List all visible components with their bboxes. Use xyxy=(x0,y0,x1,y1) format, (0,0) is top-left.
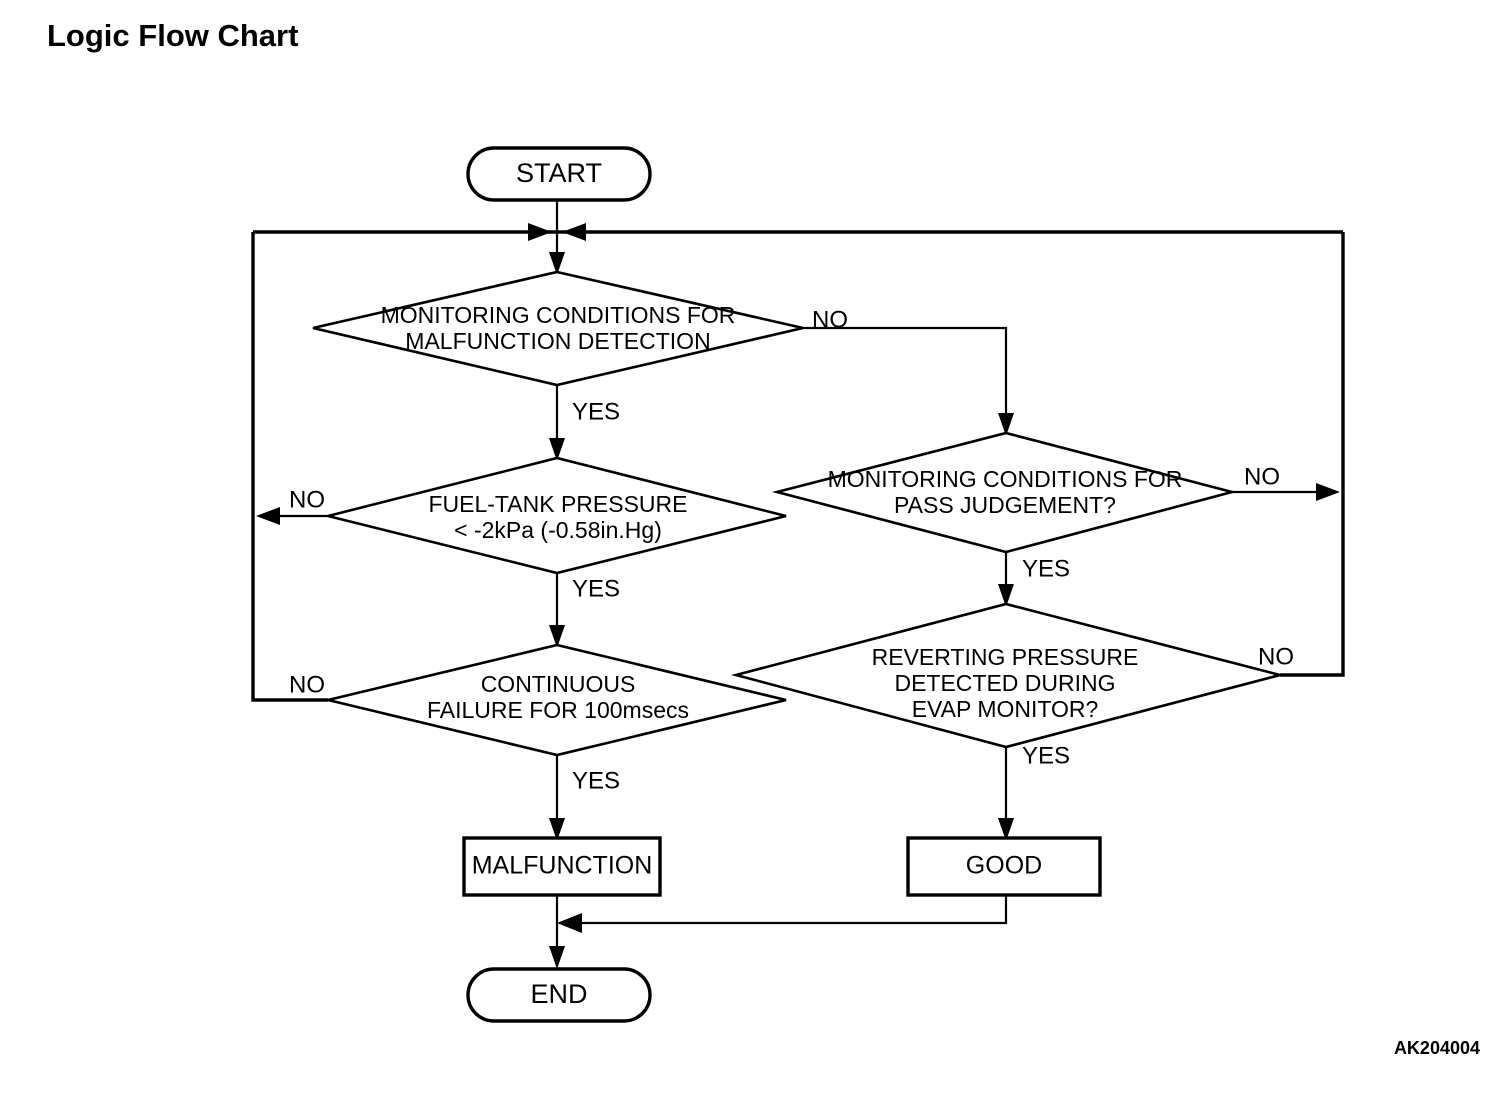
figure-id-label: AK204004 xyxy=(1393,1038,1480,1058)
edge-label-d2-yes: YES xyxy=(572,575,620,602)
edge-decision3-no-to-left-rail: NO xyxy=(289,671,325,698)
edge-decision4-no-to-right-rail: NO xyxy=(1232,463,1340,501)
page-title: Logic Flow Chart xyxy=(47,18,299,53)
edge-decision4-yes-to-decision5: YES xyxy=(998,552,1070,607)
edge-label-d3-yes: YES xyxy=(572,767,620,794)
edge-good-to-end xyxy=(557,895,1008,933)
edge-label-d5-no: NO xyxy=(1258,643,1294,670)
edge-decision1-no-to-decision4: NO xyxy=(803,306,1014,436)
node-decision-reverting-pressure-evap[interactable]: REVERTING PRESSURE DETECTED DURING EVAP … xyxy=(730,602,1286,749)
node-decision-continuous-failure[interactable]: CONTINUOUS FAILURE FOR 100msecs xyxy=(327,643,787,757)
node-decision-fuel-tank-pressure[interactable]: FUEL-TANK PRESSURE < -2kPa (-0.58in.Hg) xyxy=(327,456,787,575)
edge-start-to-decision1 xyxy=(549,200,565,275)
node-d5-label-line2: DETECTED DURING xyxy=(894,670,1115,696)
edge-decision5-no-to-right-rail: NO xyxy=(1258,643,1294,670)
node-malfunction-label: MALFUNCTION xyxy=(472,852,653,880)
node-end[interactable]: END xyxy=(466,967,652,1023)
node-good-label: GOOD xyxy=(966,852,1042,880)
edge-label-d3-no: NO xyxy=(289,671,325,698)
node-d1-label-line2: MALFUNCTION DETECTION xyxy=(405,328,710,354)
edge-label-d5-yes: YES xyxy=(1022,742,1070,769)
node-d5-label-line3: EVAP MONITOR? xyxy=(912,696,1099,722)
node-end-label: END xyxy=(530,979,587,1009)
node-decision-monitoring-conditions-pass-judgement[interactable]: MONITORING CONDITIONS FOR PASS JUDGEMENT… xyxy=(771,431,1238,554)
edge-label-d2-no: NO xyxy=(289,486,325,513)
node-d1-label-line1: MONITORING CONDITIONS FOR xyxy=(381,302,736,328)
loop-rail-right xyxy=(1280,232,1345,677)
node-d3-label-line1: CONTINUOUS xyxy=(481,671,636,697)
node-good[interactable]: GOOD xyxy=(906,836,1102,897)
loop-bar-top xyxy=(253,223,1343,241)
edge-decision5-yes-to-good: YES xyxy=(998,742,1070,841)
edge-malfunction-to-end xyxy=(549,895,565,969)
edge-label-d4-no: NO xyxy=(1244,463,1280,490)
node-decision-monitoring-conditions-malfunction[interactable]: MONITORING CONDITIONS FOR MALFUNCTION DE… xyxy=(312,270,804,387)
loop-rail-left xyxy=(251,232,328,702)
node-start-label: START xyxy=(516,158,602,188)
edge-decision2-no-to-left-rail: NO xyxy=(256,486,328,525)
node-d2-label-line2: < -2kPa (-0.58in.Hg) xyxy=(454,517,662,543)
node-d2-label-line1: FUEL-TANK PRESSURE xyxy=(428,491,687,517)
node-malfunction[interactable]: MALFUNCTION xyxy=(462,836,662,897)
node-d4-label-line2: PASS JUDGEMENT? xyxy=(894,492,1116,518)
edge-decision3-yes-to-malfunction: YES xyxy=(549,755,620,841)
edge-label-d1-no: NO xyxy=(812,306,848,333)
node-d5-label-line1: REVERTING PRESSURE xyxy=(872,644,1139,670)
edge-label-d4-yes: YES xyxy=(1022,555,1070,582)
node-d4-label-line1: MONITORING CONDITIONS FOR xyxy=(828,466,1183,492)
edge-label-d1-yes: YES xyxy=(572,398,620,425)
node-start[interactable]: START xyxy=(466,146,652,202)
edge-decision2-yes-to-decision3: YES xyxy=(549,573,620,648)
edge-decision1-yes-to-decision2: YES xyxy=(549,385,620,461)
node-d3-label-line2: FAILURE FOR 100msecs xyxy=(427,697,689,723)
